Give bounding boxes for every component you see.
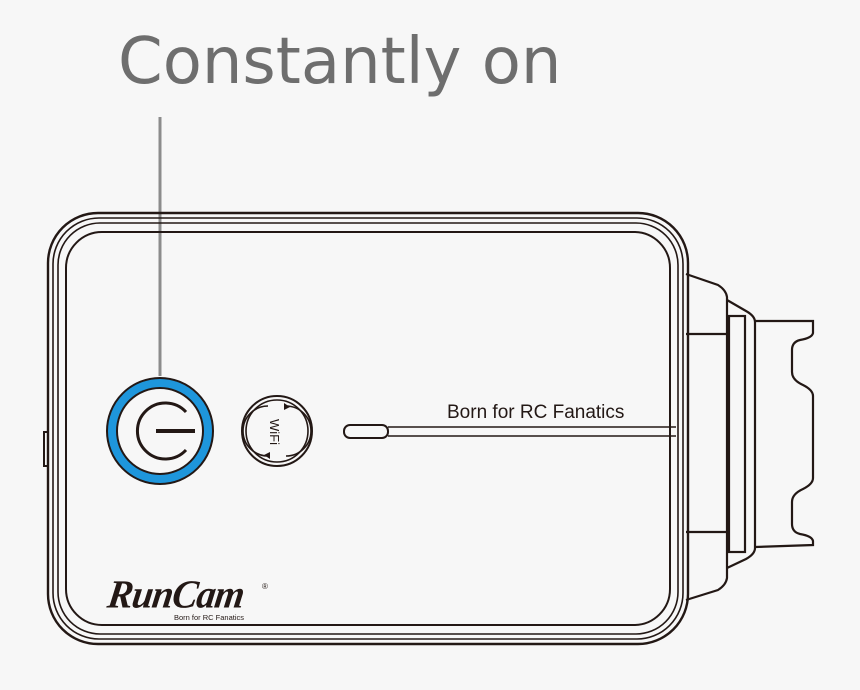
logo-tagline: Born for RC Fanatics <box>174 613 245 622</box>
power-button[interactable] <box>106 377 214 485</box>
runcam-logo: RunCam <box>104 572 247 618</box>
wifi-button[interactable]: WiFi <box>241 395 313 467</box>
side-port <box>43 431 48 467</box>
callout-title: Constantly on <box>118 25 562 99</box>
power-icon <box>136 401 195 461</box>
status-slot <box>343 424 676 439</box>
registered-mark: ® <box>262 582 268 591</box>
mount-connector <box>685 272 815 602</box>
slogan-text: Born for RC Fanatics <box>447 402 625 423</box>
camera-body-outline <box>46 211 690 646</box>
wifi-label: WiFi <box>267 419 282 445</box>
wifi-icon: WiFi <box>242 403 312 459</box>
